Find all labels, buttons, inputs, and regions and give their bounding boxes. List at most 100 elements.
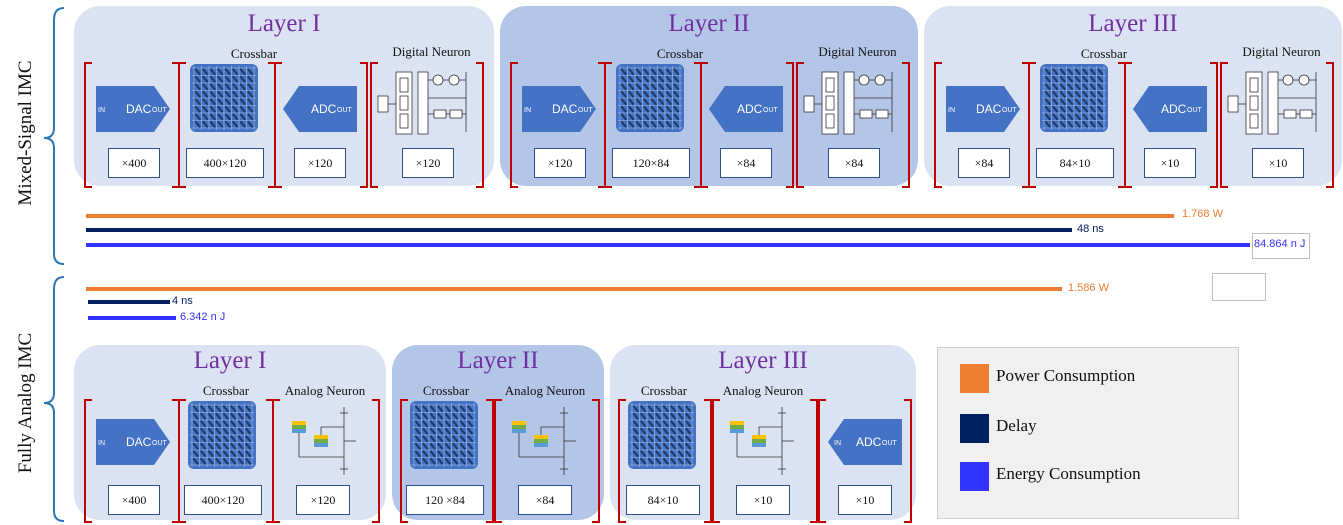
crossbar-icon xyxy=(628,401,696,469)
ms-layer-1-neuron-count: ×120 xyxy=(402,148,454,178)
in-label: IN xyxy=(834,440,841,447)
bracket xyxy=(84,62,92,188)
dac-label: DAC xyxy=(976,102,1002,116)
fa-layer-1-neuron-label: Analog Neuron xyxy=(284,383,366,398)
fa-layer-2-title: Layer II xyxy=(457,347,539,374)
bracket xyxy=(372,399,380,523)
fa-layer-2: Layer II Crossbar Analog Neuron 120 ×84 … xyxy=(392,345,604,523)
out-label: OUT xyxy=(337,107,353,114)
bracket xyxy=(84,399,92,523)
fa-layer-3-neuron-count: ×10 xyxy=(736,485,790,515)
bracket xyxy=(704,399,712,523)
bracket xyxy=(902,62,910,188)
dac-label: DAC xyxy=(552,102,578,116)
fa-layer-1-crossbar-count: 400×120 xyxy=(184,485,262,515)
ms-layer-1-crossbar-label: Crossbar xyxy=(230,46,278,61)
bracket xyxy=(1124,62,1132,188)
ms-delay-bar xyxy=(86,228,1072,232)
out-label: OUT xyxy=(578,107,594,114)
fa-delay-bar xyxy=(88,300,170,304)
fa-layer-1: Layer I Crossbar Analog Neuron DAC IN OU… xyxy=(74,345,386,523)
fa-layer-3-title: Layer III xyxy=(718,347,808,374)
ms-layer-1-neuron-label: Digital Neuron xyxy=(392,44,471,59)
adc-icon: ADC OUT xyxy=(709,86,783,132)
ms-layer-3-crossbar-count: 84×10 xyxy=(1036,148,1114,178)
bracket xyxy=(904,399,912,523)
bracket xyxy=(1210,62,1218,188)
bracket xyxy=(604,62,612,188)
crossbar-icon xyxy=(1040,64,1108,132)
bracket xyxy=(1028,62,1036,188)
ms-layer-2-title: Layer II xyxy=(668,10,750,37)
digital-neuron-icon xyxy=(803,71,893,135)
ms-power-label: 1.768 W xyxy=(1182,208,1223,220)
fa-layer-2-crossbar-count: 120 ×84 xyxy=(406,485,484,515)
bracket xyxy=(360,62,368,188)
fa-layer-2-neuron-count: ×84 xyxy=(518,485,572,515)
adc-icon: ADC OUT xyxy=(1133,86,1207,132)
fa-layer-3-neuron-label: Analog Neuron xyxy=(722,383,804,398)
bracket xyxy=(700,62,708,188)
adc-label: ADC xyxy=(856,435,882,449)
fa-power-label: 1.586 W xyxy=(1068,282,1109,294)
analog-neuron-icon xyxy=(512,407,576,475)
bracket xyxy=(400,399,408,523)
adc-label: ADC xyxy=(1161,102,1187,116)
fa-layer-1-crossbar-label: Crossbar xyxy=(202,383,250,398)
fa-layer-2-neuron-label: Analog Neuron xyxy=(504,383,586,398)
bracket xyxy=(178,62,186,188)
mixed-signal-label: Mixed-Signal IMC xyxy=(15,60,36,206)
legend-label-delay: Delay xyxy=(996,416,1037,435)
analog-neuron-icon xyxy=(730,407,794,475)
ms-energy-label: 84.864 n J xyxy=(1254,238,1306,250)
bracket xyxy=(618,399,626,523)
fa-layer-3-adc-count: ×10 xyxy=(838,485,892,515)
analog-neuron-icon xyxy=(292,407,356,475)
out-label: OUT xyxy=(152,107,168,114)
bracket xyxy=(486,399,494,523)
legend-swatch-delay xyxy=(960,414,989,443)
legend: Power Consumption Delay Energy Consumpti… xyxy=(937,347,1239,519)
ms-layer-2: Layer II Crossbar Digital Neuron DAC IN … xyxy=(500,6,918,188)
fa-layer-1-dac-count: ×400 xyxy=(108,485,160,515)
bracket xyxy=(796,62,804,188)
ms-layer-1-adc-count: ×120 xyxy=(294,148,346,178)
dac-label: DAC xyxy=(126,102,152,116)
ms-layer-3-adc-count: ×10 xyxy=(1144,148,1196,178)
dac-icon: DAC IN OUT xyxy=(96,419,170,465)
fa-layer-3-crossbar-label: Crossbar xyxy=(640,383,688,398)
in-label: IN xyxy=(98,107,105,114)
legend-swatch-power xyxy=(960,364,989,393)
bracket xyxy=(494,399,502,523)
fa-layer-3-crossbar-count: 84×10 xyxy=(626,485,700,515)
ms-layer-3-neuron-count: ×10 xyxy=(1252,148,1304,178)
ms-layer-2-adc-count: ×84 xyxy=(720,148,772,178)
bracket xyxy=(712,399,720,523)
legend-label-power: Power Consumption xyxy=(996,366,1136,385)
ms-layer-3-neuron-label: Digital Neuron xyxy=(1242,44,1321,59)
bracket xyxy=(818,399,826,523)
dac-label: DAC xyxy=(126,435,152,449)
bracket xyxy=(1326,62,1334,188)
fa-layer-1-neuron-count: ×120 xyxy=(296,485,350,515)
ms-layer-3-title: Layer III xyxy=(1088,10,1178,37)
digital-neuron-icon xyxy=(1227,71,1317,135)
crossbar-icon xyxy=(616,64,684,132)
ms-layer-1-title: Layer I xyxy=(247,10,321,37)
bracket xyxy=(510,62,518,188)
fa-power-bar xyxy=(86,287,1062,291)
empty-box xyxy=(1212,273,1266,301)
out-label: OUT xyxy=(763,107,779,114)
ms-delay-label: 48 ns xyxy=(1077,223,1104,235)
adc-icon: ADC OUT xyxy=(283,86,357,132)
bracket xyxy=(274,62,282,188)
ms-layer-1: Layer I Crossbar Digital Neuron DAC IN O… xyxy=(74,6,494,188)
adc-label: ADC xyxy=(737,102,763,116)
digital-neuron-icon xyxy=(377,71,467,135)
fully-analog-label: Fully Analog IMC xyxy=(15,332,36,474)
fa-layer-2-crossbar-label: Crossbar xyxy=(422,383,470,398)
out-label: OUT xyxy=(1002,107,1018,114)
dac-icon: DAC IN OUT xyxy=(96,86,170,132)
ms-layer-3-crossbar-label: Crossbar xyxy=(1080,46,1128,61)
fa-layer-3: Layer III Crossbar Analog Neuron 84×10 ×… xyxy=(610,345,916,523)
